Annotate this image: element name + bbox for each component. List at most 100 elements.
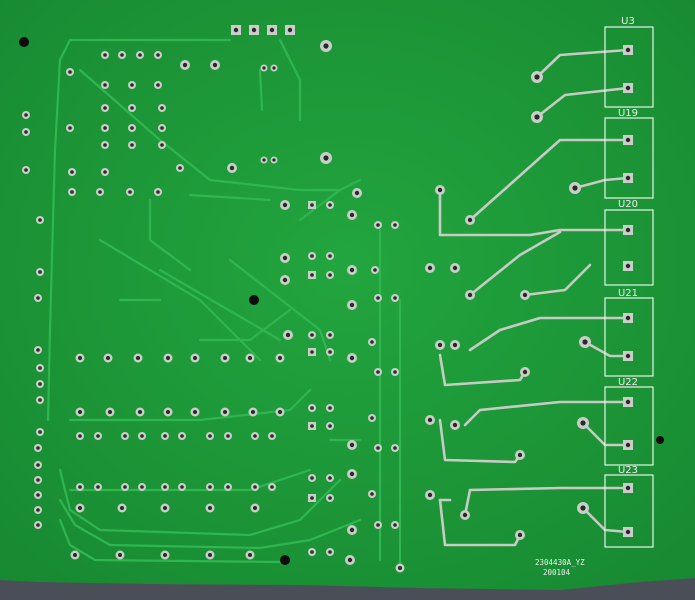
drill-hole [248,553,252,557]
mounting-hole [280,555,290,565]
drill-hole [163,434,167,438]
connector-labels: U3 U19 U20 U21 U22 U23 [618,16,638,476]
drill-hole [349,527,355,533]
drill-hole [180,434,184,438]
drill-hole [272,158,276,162]
drill-hole [282,277,288,283]
drill-hole [376,296,380,300]
drill-hole [625,399,631,405]
connector-label-u23: U23 [618,465,638,476]
drill-hole [370,492,374,496]
drill-hole [437,342,443,348]
drill-hole [462,512,468,518]
drill-hole [310,406,314,410]
drill-hole [467,292,473,298]
drill-hole [328,254,332,258]
drill-hole [349,302,355,308]
drill-hole [106,356,110,360]
drill-hole [310,273,314,277]
drill-hole [349,267,355,273]
drill-hole [625,175,631,181]
drill-hole [160,143,164,147]
drill-hole [118,553,122,557]
drill-hole [625,485,631,491]
drill-hole [253,506,257,510]
drill-hole [625,529,631,535]
drill-hole [522,369,528,375]
drill-hole [625,85,631,91]
drill-hole [354,190,360,196]
drill-hole [427,417,433,423]
drill-hole [625,353,631,359]
drill-hole [328,550,332,554]
drill-hole [68,126,72,130]
drill-hole [370,340,374,344]
drill-hole [36,446,40,450]
drill-hole [270,485,274,489]
connector-label-u3: U3 [621,16,635,27]
drill-hole [233,27,239,33]
drill-hole [328,350,332,354]
drill-hole [349,355,355,361]
solder-pads [19,25,664,573]
drill-hole [36,463,40,467]
drill-hole [160,106,164,110]
drill-hole [517,452,523,458]
drill-hole [310,476,314,480]
drill-hole [98,190,102,194]
drill-hole [24,130,28,134]
drill-hole [248,356,252,360]
drill-hole [103,170,107,174]
connector-label-u19: U19 [618,108,638,119]
drill-hole [452,265,458,271]
drill-hole [70,190,74,194]
drill-hole [467,217,473,223]
drill-hole [103,53,107,57]
board-markings: 2304430A_YZ 200104 [535,558,585,577]
drill-hole [534,74,540,80]
drill-hole [349,442,355,448]
drill-hole [73,553,77,557]
connector-label-u22: U22 [618,377,638,388]
drill-hole [262,158,266,162]
drill-hole [272,66,276,70]
drill-hole [393,446,397,450]
drill-hole [517,532,523,538]
drill-hole [136,356,140,360]
drill-hole [70,170,74,174]
drill-hole [182,62,188,68]
drill-hole [36,493,40,497]
drill-hole [120,506,124,510]
drill-hole [373,268,377,272]
drill-hole [393,370,397,374]
drill-hole [36,478,40,482]
connector-label-u21: U21 [618,288,638,299]
drill-hole [370,416,374,420]
drill-hole [138,53,142,57]
drill-hole [251,27,257,33]
drill-hole [128,190,132,194]
mounting-hole [19,37,29,47]
drill-hole [96,434,100,438]
drill-hole [208,506,212,510]
drill-hole [208,553,212,557]
drill-hole [347,557,353,563]
drill-hole [270,434,274,438]
drill-hole [310,350,314,354]
drill-hole [193,410,197,414]
drill-hole [138,410,142,414]
drill-hole [223,356,227,360]
drill-hole [163,553,167,557]
drill-hole [534,114,540,120]
drill-hole [310,424,314,428]
drill-hole [229,165,235,171]
drill-hole [572,185,578,191]
drill-hole [278,356,282,360]
drill-hole [310,550,314,554]
drill-hole [310,203,314,207]
drill-hole [328,333,332,337]
drill-hole [103,143,107,147]
drill-hole [269,27,275,33]
drill-hole [226,485,230,489]
drill-hole [156,83,160,87]
